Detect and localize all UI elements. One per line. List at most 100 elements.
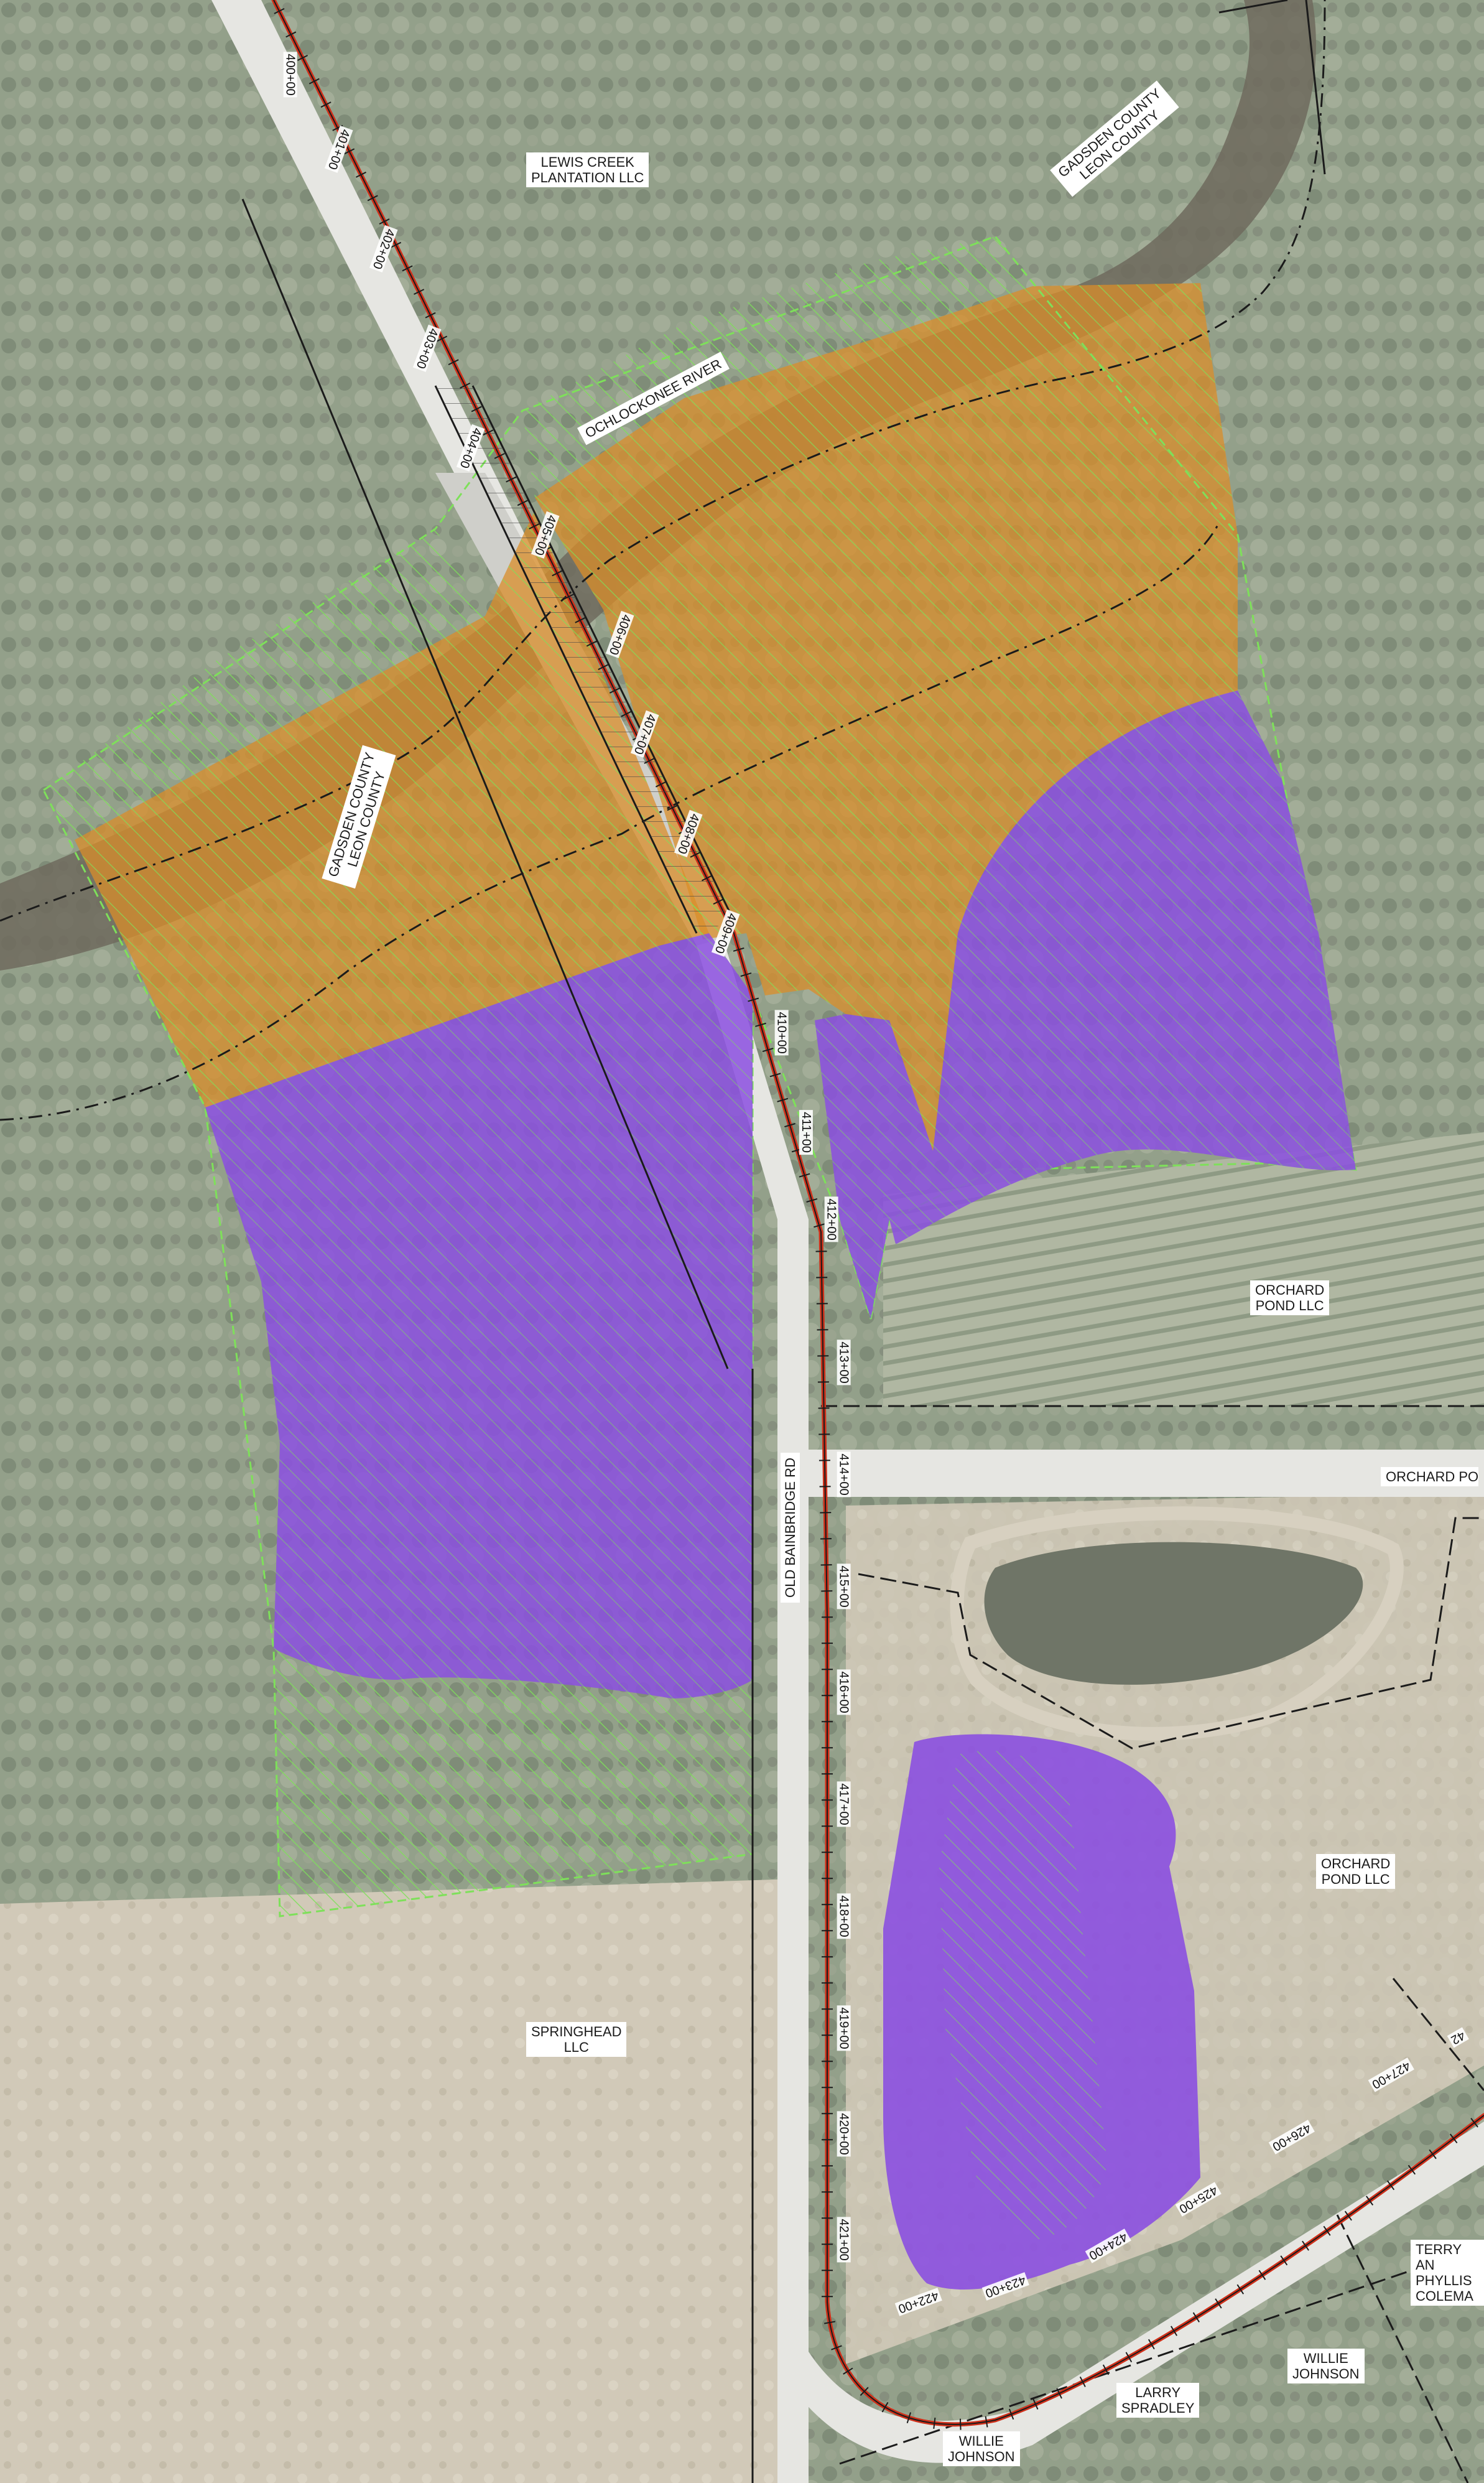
station-tick bbox=[1470, 2118, 1478, 2128]
station-label: 413+00 bbox=[837, 1339, 851, 1386]
station-tick bbox=[1032, 2398, 1039, 2410]
parcel-line-7 bbox=[839, 2245, 1484, 2465]
station-tick bbox=[1365, 2196, 1374, 2206]
station-tick bbox=[517, 500, 528, 506]
station-tick bbox=[755, 1022, 766, 1027]
owner-name: LEWIS CREEK PLANTATION LLC bbox=[531, 154, 644, 185]
station-tick bbox=[1429, 2149, 1437, 2159]
station-tick bbox=[906, 2412, 912, 2424]
station-tick bbox=[1386, 2180, 1395, 2191]
owner-label-willie-johnson-1: WILLIE JOHNSON bbox=[1287, 2349, 1365, 2383]
station-tick bbox=[748, 997, 759, 1002]
station-tick bbox=[1148, 2339, 1155, 2350]
station-tick bbox=[1102, 2364, 1110, 2375]
station-tick bbox=[823, 2321, 836, 2324]
hatch-south-strip bbox=[274, 1649, 753, 1916]
owner-label-lewis-creek: LEWIS CREEK PLANTATION LLC bbox=[526, 152, 649, 187]
road-label-orchard-pond: ORCHARD PO bbox=[1381, 1467, 1479, 1486]
station-tick bbox=[609, 687, 620, 694]
station-tick bbox=[552, 570, 563, 577]
station-tick bbox=[391, 241, 402, 248]
station-tick bbox=[297, 55, 308, 61]
station-tick bbox=[1280, 2255, 1288, 2266]
owner-name: ORCHARD POND LLC bbox=[1321, 1856, 1391, 1887]
orange-zone-west-hatch bbox=[75, 510, 709, 1107]
pond-levee bbox=[950, 1506, 1404, 1741]
station-tick bbox=[575, 617, 586, 623]
station-tick bbox=[959, 2418, 962, 2430]
purple-zone-east-hatch bbox=[815, 691, 1356, 1319]
station-tick bbox=[344, 148, 355, 155]
imagery-orchard bbox=[883, 1132, 1484, 1406]
station-tick bbox=[713, 898, 724, 905]
station-tick bbox=[1258, 2270, 1266, 2280]
station-tick bbox=[402, 265, 413, 272]
station-tick bbox=[831, 2345, 842, 2350]
station-tick bbox=[799, 1173, 810, 1178]
station-tick bbox=[1192, 2312, 1200, 2322]
parcel-line-8 bbox=[1218, 0, 1288, 14]
station-tick bbox=[379, 218, 390, 225]
owner-name: TERRY AN PHYLLIS COLEMA bbox=[1416, 2242, 1473, 2304]
station-tick bbox=[471, 406, 482, 412]
owner-label-larry-spradley: LARRY SPRADLEY bbox=[1116, 2383, 1200, 2418]
station-tick bbox=[1449, 2133, 1458, 2144]
owner-name: LARRY SPRADLEY bbox=[1121, 2385, 1195, 2416]
station-tick bbox=[598, 664, 609, 671]
county-line-a bbox=[0, 0, 1326, 922]
station-tick bbox=[1171, 2326, 1178, 2336]
hatch-north-strip bbox=[522, 236, 1032, 498]
station-tick bbox=[784, 1123, 795, 1128]
station-tick bbox=[355, 171, 366, 178]
parcel-line-4 bbox=[858, 1517, 1484, 1749]
purple-zone-west-hatch bbox=[205, 933, 753, 1698]
station-tick bbox=[367, 195, 378, 202]
station-tick bbox=[1008, 2408, 1014, 2420]
road-name: ORCHARD PO bbox=[1386, 1469, 1479, 1484]
purple-zone-south-hatch bbox=[939, 1750, 1107, 2240]
station-tick bbox=[806, 1198, 818, 1203]
station-tick bbox=[860, 2387, 869, 2396]
owner-name: SPRINGHEAD LLC bbox=[531, 2024, 622, 2055]
station-tick bbox=[437, 335, 448, 342]
owner-label-orchard-pond-1: ORCHARD POND LLC bbox=[1250, 1280, 1330, 1315]
bridge-deck-ties bbox=[435, 386, 734, 933]
station-tick bbox=[414, 289, 425, 295]
imagery-field-south bbox=[0, 1879, 796, 2483]
station-label: 412+00 bbox=[824, 1196, 838, 1242]
station-tick bbox=[1302, 2240, 1309, 2251]
station-tick bbox=[1215, 2298, 1222, 2309]
station-label: 414+00 bbox=[837, 1451, 851, 1498]
station-tick bbox=[814, 1223, 825, 1228]
station-tick bbox=[667, 804, 678, 811]
station-tick bbox=[1344, 2210, 1352, 2221]
station-tick bbox=[308, 78, 320, 85]
station-tick bbox=[1125, 2352, 1133, 2363]
station-tick bbox=[506, 476, 517, 483]
station-label: 417+00 bbox=[837, 1781, 851, 1827]
boundary-green-outline bbox=[42, 235, 1357, 1917]
station-tick bbox=[285, 31, 297, 38]
owner-label-springhead: SPRINGHEAD LLC bbox=[526, 2022, 627, 2057]
station-label: 415+00 bbox=[837, 1563, 851, 1610]
station-label: 400+00 bbox=[283, 52, 297, 98]
parcel-line-9 bbox=[1305, 0, 1326, 175]
station-tick bbox=[320, 101, 332, 108]
station-tick bbox=[1236, 2284, 1245, 2294]
owner-label-willie-johnson-2: WILLIE JOHNSON bbox=[943, 2431, 1020, 2466]
owner-label-terry-phyllis: TERRY AN PHYLLIS COLEMA bbox=[1411, 2240, 1484, 2306]
station-tick bbox=[529, 523, 540, 529]
station-tick bbox=[690, 851, 701, 858]
station-tick bbox=[762, 1048, 774, 1053]
pond bbox=[984, 1542, 1363, 1685]
station-tick bbox=[1323, 2225, 1331, 2236]
station-tick bbox=[933, 2417, 936, 2429]
owner-label-orchard-pond-2: ORCHARD POND LLC bbox=[1316, 1854, 1396, 1889]
station-tick bbox=[843, 2367, 853, 2375]
hatch-west-strip bbox=[44, 529, 485, 840]
baseline-centerline bbox=[273, 0, 1484, 2425]
station-ticks bbox=[274, 7, 1478, 2430]
station-label: 418+00 bbox=[837, 1893, 851, 1939]
station-tick bbox=[985, 2416, 988, 2428]
